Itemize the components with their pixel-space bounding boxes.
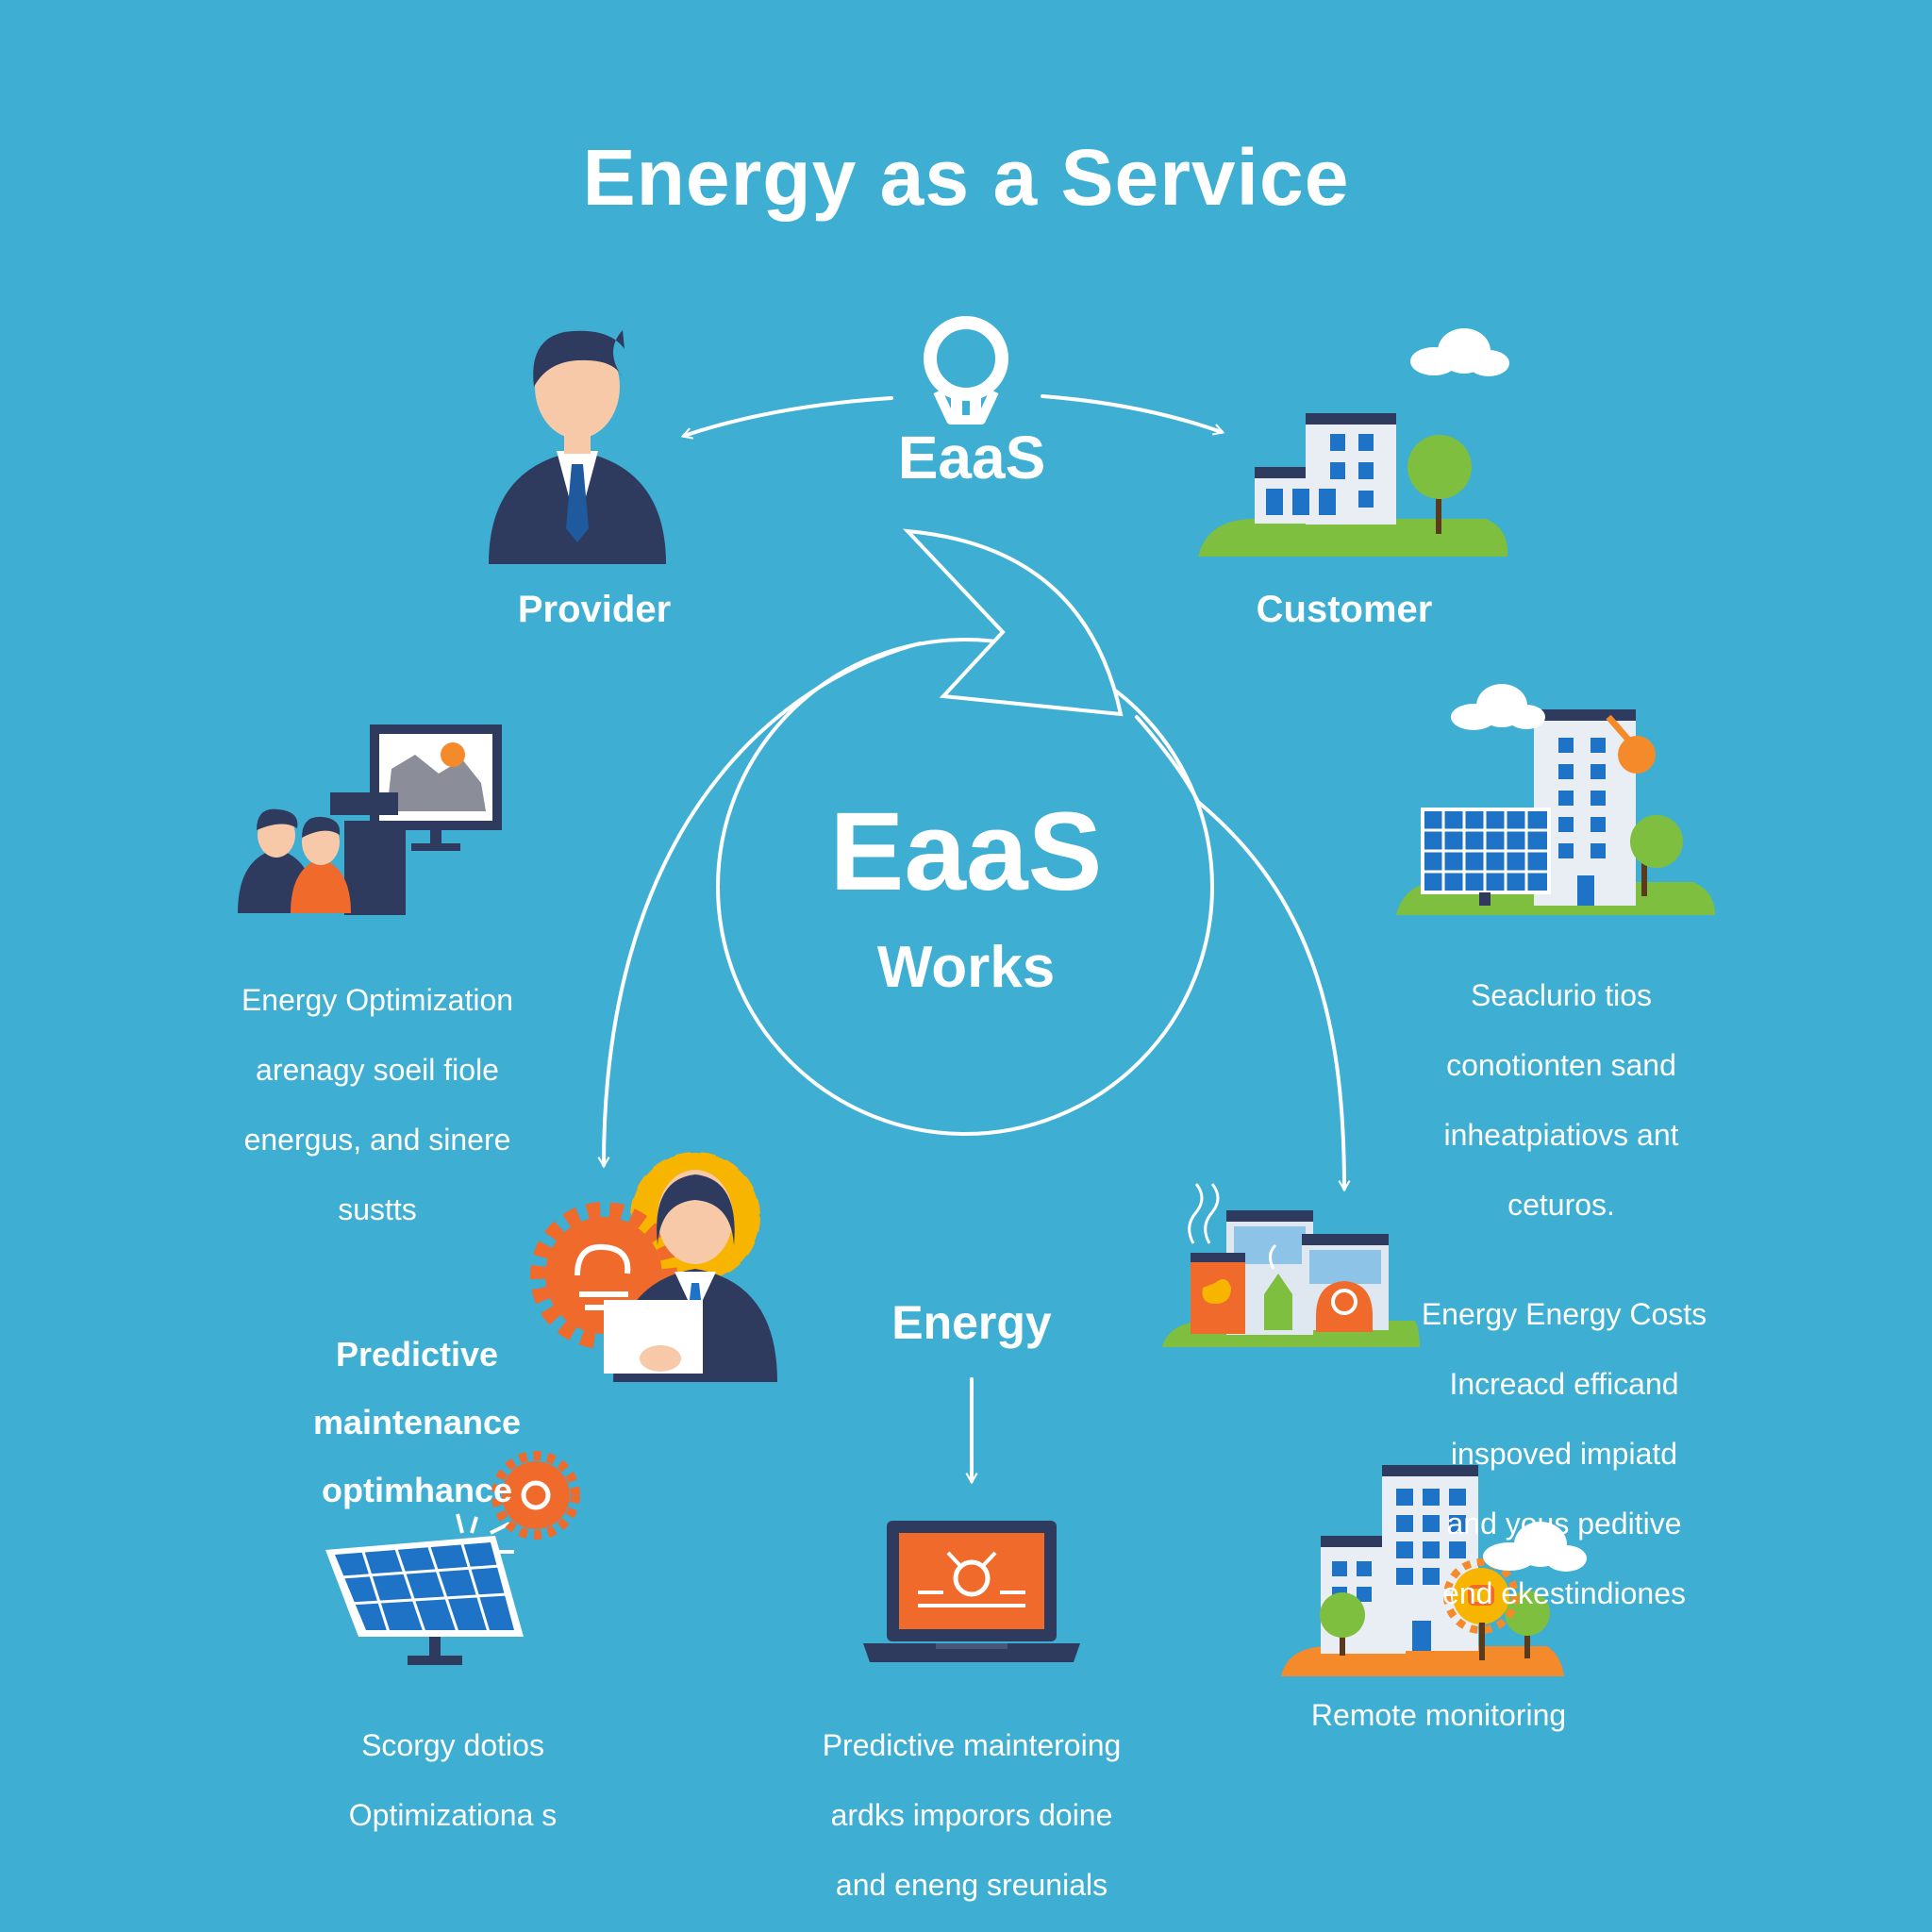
factory-icon [1162, 1183, 1420, 1347]
arrow-to-customer [1041, 394, 1225, 436]
energy-optimization-description: Energy Optimization arenagy soeil fiole … [241, 983, 514, 1226]
monitor-meeting-icon [238, 724, 502, 915]
laptop-icon [863, 1521, 1080, 1662]
energy-label: Energy [891, 1296, 1052, 1349]
center-circle [716, 638, 1214, 1136]
arrow-to-provider [680, 396, 893, 440]
center-circle-group [716, 528, 1214, 1136]
businessman-icon [489, 330, 666, 564]
bulb-icon [924, 316, 1008, 425]
solar-building-icon [1396, 709, 1715, 915]
office-building-icon [1198, 413, 1508, 557]
cloud-icon [1410, 328, 1509, 376]
center-works-label: Works [876, 935, 1056, 1000]
cloud-icon [1483, 1522, 1587, 1572]
predictive-maintenance-bottom-description: Predictive mainteroing ardks imporors do… [822, 1728, 1122, 1902]
energy-costs-description: Energy Energy Costs Increacd efficand in… [1421, 1297, 1707, 1610]
customer-label: Customer [1256, 589, 1433, 630]
cloud-icon [1451, 684, 1545, 730]
solar-panel-icon [325, 1451, 580, 1665]
city-buildings-icon [1281, 1465, 1564, 1676]
provider-label: Provider [517, 589, 672, 630]
solutions-description: Seaclurio tios conotionten sand inheatpi… [1443, 978, 1679, 1222]
engineer-gear-icon [530, 1152, 777, 1382]
predictive-maintenance-left-description: Predictive maintenance optimhance [312, 1335, 522, 1509]
solar-optimization-description: Scorgy dotios Optimizationa s [348, 1728, 558, 1832]
arrow-right-down [1196, 800, 1351, 1192]
center-eaas-label: EaaS [829, 790, 1103, 914]
remote-monitoring-label: Remote monitoring [1310, 1698, 1567, 1732]
page-title: Energy as a Service [582, 133, 1350, 222]
center-swirl [902, 528, 1124, 717]
top-eaas-label: EaaS [897, 424, 1046, 491]
